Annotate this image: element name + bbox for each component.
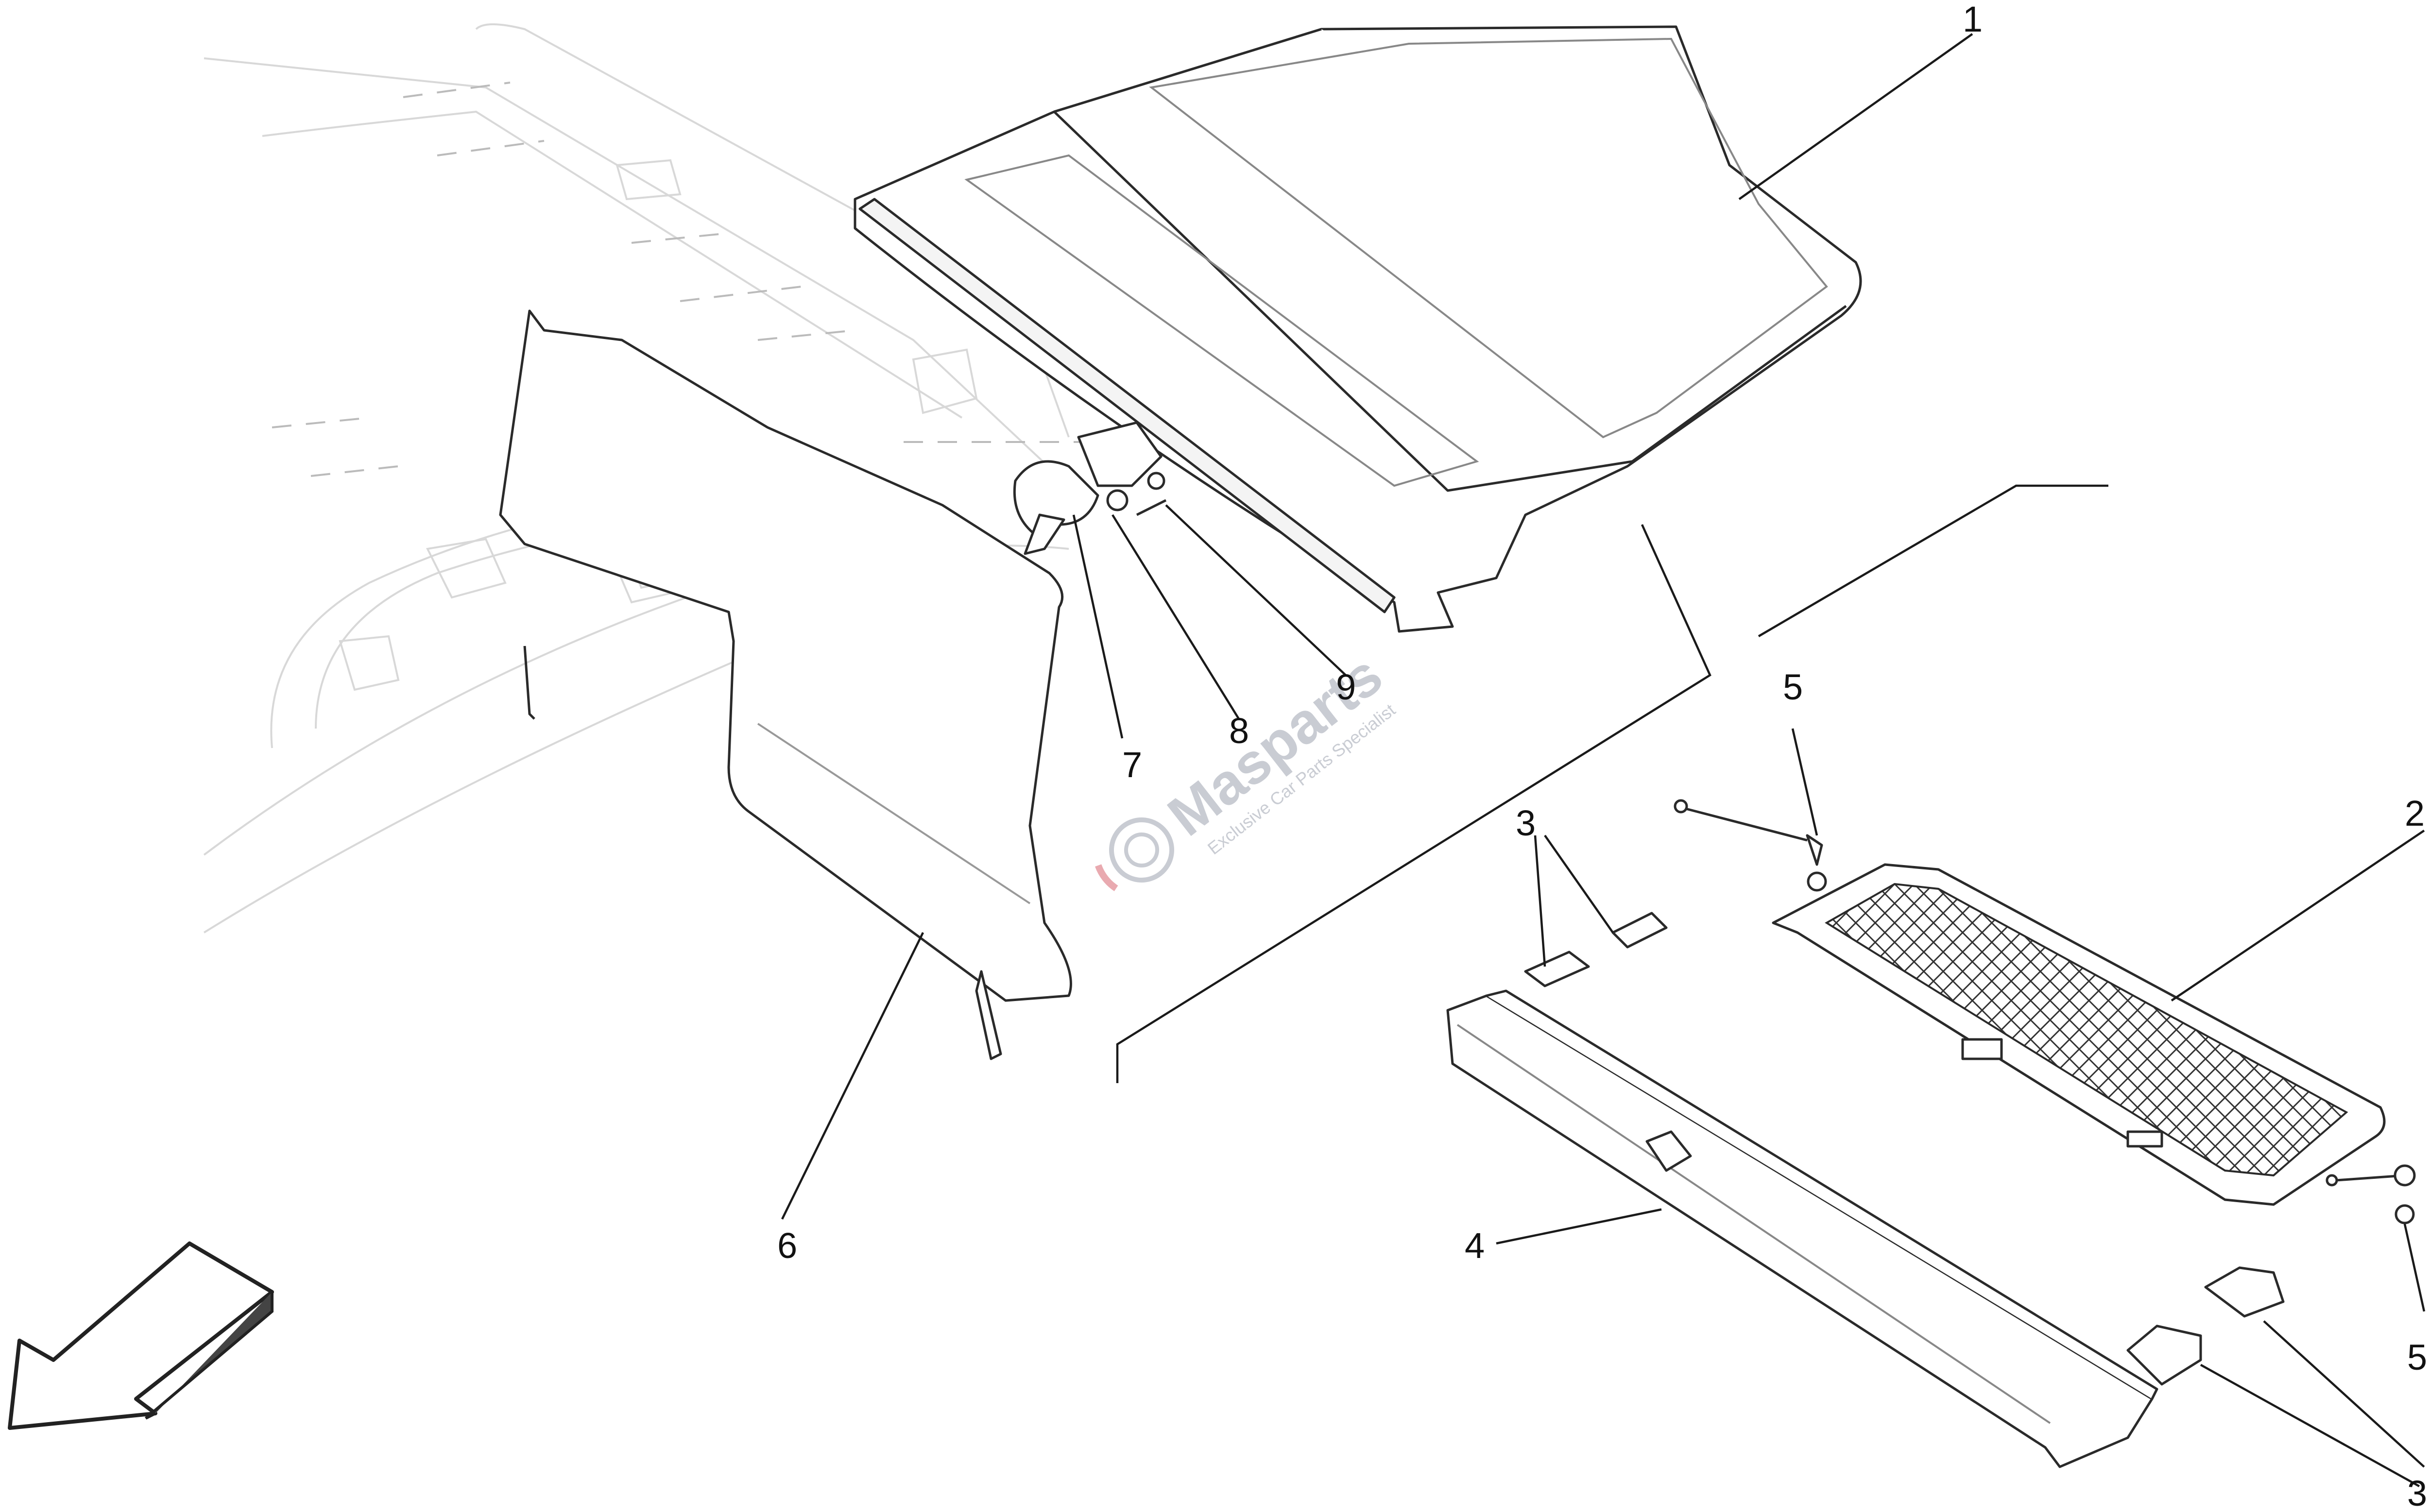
- small-fasteners: [1013, 421, 1167, 555]
- leader-lines: [781, 33, 2426, 1487]
- direction-arrow-icon: [8, 1241, 274, 1430]
- callout-6: 6: [777, 1225, 797, 1266]
- luggage-net: [1772, 863, 2386, 1206]
- callout-4: 4: [1465, 1225, 1485, 1266]
- callout-3a: 3: [1516, 803, 1536, 843]
- roller-blind-cassette: [1446, 989, 2158, 1468]
- side-trim-panel: [499, 309, 1072, 1060]
- callout-7: 7: [1122, 745, 1142, 785]
- tethers: [1674, 799, 2416, 1224]
- brackets: [1524, 912, 2285, 1386]
- callout-3b: 3: [2407, 1473, 2427, 1512]
- parcel-shelf: [854, 25, 1862, 633]
- callout-labels: 1 2 3 3 4 5 5 6 7 8 9: [777, 0, 2427, 1512]
- exploded-view-frame: [1116, 484, 2108, 1083]
- callout-9: 9: [1336, 667, 1356, 707]
- vehicle-body-outline: [203, 23, 1117, 934]
- callout-2: 2: [2405, 793, 2425, 833]
- callout-8: 8: [1229, 711, 1249, 751]
- callout-1: 1: [1963, 0, 1983, 39]
- callout-5a: 5: [1783, 667, 1803, 707]
- callout-5b: 5: [2407, 1337, 2427, 1377]
